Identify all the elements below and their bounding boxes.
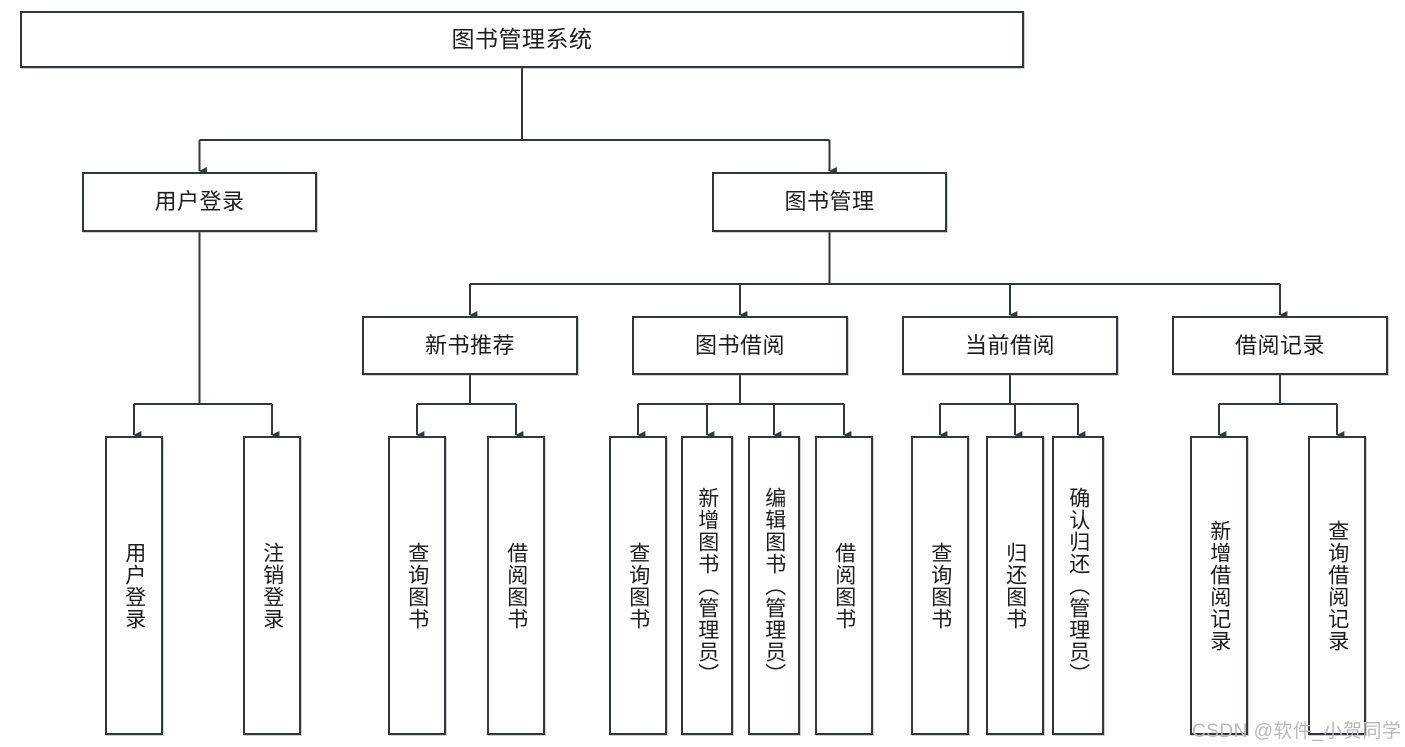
node-leaf-borrow-book-recommendation[interactable]: 借阅图书 bbox=[487, 436, 545, 735]
node-label: 查询图书 bbox=[928, 541, 952, 630]
node-new-book-recommendation[interactable]: 新书推荐 bbox=[362, 316, 578, 375]
csdn-watermark: CSDN @软件_小贺同学 bbox=[1192, 721, 1402, 742]
node-user-login[interactable]: 用户登录 bbox=[82, 172, 317, 232]
node-leaf-edit-book-admin[interactable]: 编辑图书（管理员） bbox=[748, 436, 800, 735]
node-label: 新增图书（管理员） bbox=[695, 486, 719, 685]
node-label: 借阅图书 bbox=[504, 541, 528, 630]
node-leaf-return-book[interactable]: 归还图书 bbox=[986, 436, 1044, 735]
node-label: 新增借阅记录 bbox=[1207, 519, 1231, 652]
node-label: 借阅图书 bbox=[832, 541, 856, 630]
node-label: 图书借阅 bbox=[694, 332, 785, 358]
node-leaf-query-book-current[interactable]: 查询图书 bbox=[911, 436, 969, 735]
node-book-management[interactable]: 图书管理 bbox=[712, 172, 947, 232]
node-label: 查询图书 bbox=[626, 541, 650, 630]
node-label: 注销登录 bbox=[260, 541, 284, 630]
node-label: 图书管理系统 bbox=[451, 25, 593, 52]
node-label: 图书管理 bbox=[784, 189, 875, 215]
node-leaf-user-login[interactable]: 用户登录 bbox=[105, 436, 163, 735]
node-label: 确认归还（管理员） bbox=[1066, 486, 1090, 685]
node-leaf-query-book-borrow[interactable]: 查询图书 bbox=[609, 436, 667, 735]
node-leaf-query-borrow-record[interactable]: 查询借阅记录 bbox=[1308, 436, 1366, 735]
node-borrow-record[interactable]: 借阅记录 bbox=[1172, 316, 1388, 375]
node-leaf-add-borrow-record[interactable]: 新增借阅记录 bbox=[1190, 436, 1248, 735]
node-label: 新书推荐 bbox=[424, 332, 515, 358]
node-current-borrow[interactable]: 当前借阅 bbox=[902, 316, 1118, 375]
node-leaf-add-book-admin[interactable]: 新增图书（管理员） bbox=[681, 436, 733, 735]
node-leaf-confirm-return-admin[interactable]: 确认归还（管理员） bbox=[1052, 436, 1104, 735]
node-label: 当前借阅 bbox=[964, 332, 1055, 358]
node-label: 归还图书 bbox=[1003, 541, 1027, 630]
node-label: 借阅记录 bbox=[1234, 332, 1325, 358]
node-label: 查询图书 bbox=[405, 541, 429, 630]
node-leaf-logout[interactable]: 注销登录 bbox=[243, 436, 301, 735]
node-root-book-management-system[interactable]: 图书管理系统 bbox=[20, 11, 1024, 68]
node-label: 查询借阅记录 bbox=[1325, 519, 1349, 652]
node-label: 用户登录 bbox=[154, 189, 245, 215]
node-label: 用户登录 bbox=[122, 541, 146, 630]
node-label: 编辑图书（管理员） bbox=[762, 486, 786, 685]
node-leaf-borrow-book[interactable]: 借阅图书 bbox=[815, 436, 873, 735]
node-leaf-query-book-recommendation[interactable]: 查询图书 bbox=[388, 436, 446, 735]
node-book-borrow[interactable]: 图书借阅 bbox=[632, 316, 848, 375]
